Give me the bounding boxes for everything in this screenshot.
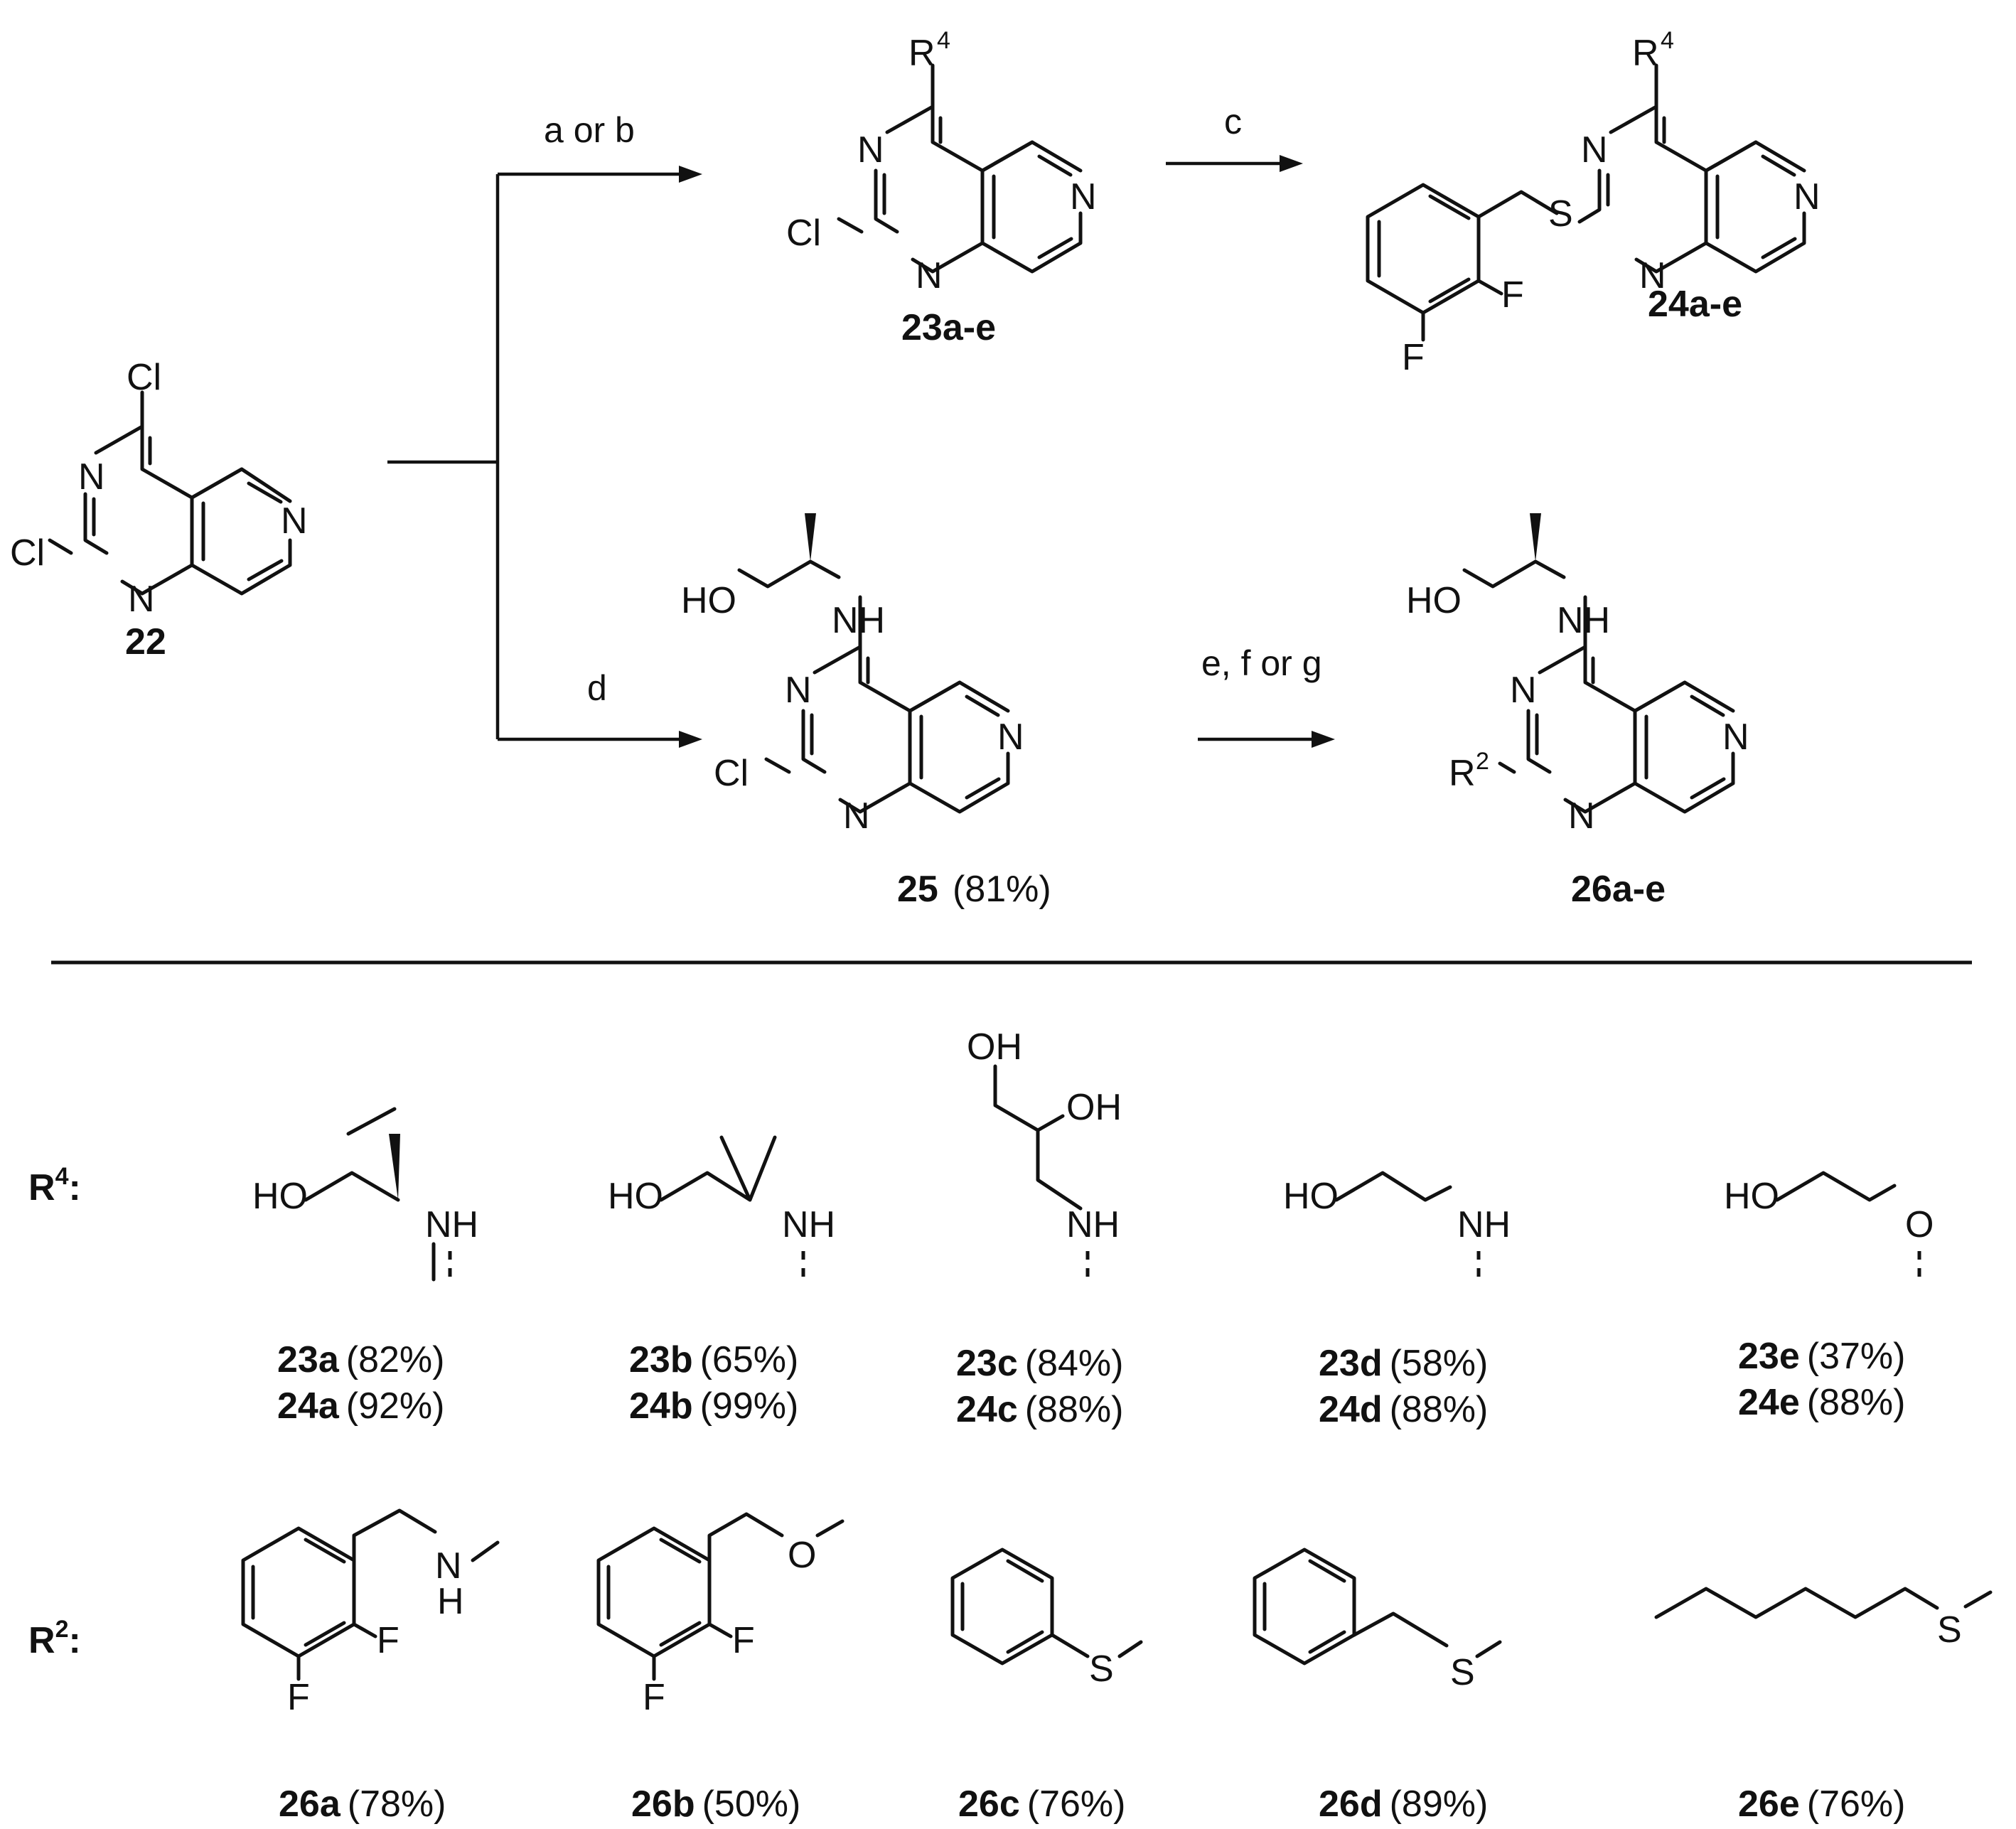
n-atom: N [128, 579, 155, 620]
n-atom: N [281, 500, 308, 542]
r4-item-d-line1: 23d(58%) [1319, 1343, 1488, 1384]
oh-atom: OH [1066, 1087, 1122, 1128]
ho-atom: HO [1283, 1176, 1339, 1217]
ho-atom: HO [1724, 1176, 1779, 1217]
r2-superscript: 2 [1476, 748, 1489, 775]
r2-item-b: 26b(50%) [631, 1784, 800, 1825]
f-atom: F [732, 1620, 755, 1661]
r4-item-b-line1: 23b(65%) [629, 1339, 798, 1380]
r4-item-e-line2: 24e(88%) [1738, 1382, 1905, 1423]
n-atom: N [916, 255, 943, 296]
nh-atom: NH [1457, 1204, 1511, 1245]
cl-atom: Cl [127, 357, 161, 398]
s-atom: S [1450, 1652, 1475, 1693]
f-atom: F [377, 1620, 400, 1661]
compound-22-label: 22 [125, 621, 166, 663]
r4-substituent-e: HO O [1724, 1171, 1934, 1283]
nh-atom: NH [1066, 1204, 1120, 1245]
r4-row-label: R4: [28, 1163, 81, 1208]
r4-label: R [1632, 33, 1659, 74]
r2-row-label: R2: [28, 1616, 81, 1661]
r4-substituent-a: HO NH [252, 1107, 478, 1283]
r2-item-a: 26a(78%) [279, 1784, 446, 1825]
r2-item-d: 26d(89%) [1319, 1784, 1488, 1825]
n-atom: N [843, 795, 870, 837]
nh-atom: NH [832, 600, 885, 641]
o-atom: O [788, 1535, 816, 1576]
r2-substituent-e: S [1654, 1587, 1993, 1651]
r4-item-e-line1: 23e(37%) [1738, 1336, 1905, 1377]
compound-24-structure: R 4 N N N S F F [1366, 27, 1821, 378]
n-atom: N [1794, 176, 1821, 218]
r4-item-a-line2: 24a(92%) [277, 1385, 444, 1427]
compound-24-label: 24a-e [1648, 284, 1742, 325]
oh-atom: OH [967, 1026, 1022, 1068]
r2-item-e: 26e(76%) [1738, 1784, 1905, 1825]
f-atom: F [287, 1677, 310, 1718]
n-atom: N [435, 1545, 462, 1587]
nh-atom: NH [1557, 600, 1610, 641]
n-atom: N [1510, 670, 1537, 711]
ho-atom: HO [608, 1176, 663, 1217]
cl-atom: Cl [10, 532, 45, 574]
r2-label: R [1449, 753, 1476, 794]
compound-25-label: 25 [897, 869, 938, 910]
compound-22-structure: Cl N N N Cl [10, 357, 308, 620]
compound-26-label: 26a-e [1571, 869, 1666, 910]
r2-item-c: 26c(76%) [958, 1784, 1125, 1825]
n-atom: N [1070, 176, 1097, 218]
nh-atom: NH [425, 1204, 478, 1245]
ho-atom: HO [252, 1176, 308, 1217]
r4-substituent-c: OH OH NH [967, 1026, 1122, 1283]
r4-substituent-b: HO NH [608, 1135, 835, 1283]
r4-yields: 23a(82%) 24a(92%) 23b(65%) 24b(99%) 23c(… [277, 1336, 1905, 1430]
r4-item-a-line1: 23a(82%) [277, 1339, 444, 1380]
n-atom: N [1639, 255, 1666, 296]
f-atom: F [1501, 274, 1524, 316]
n-atom: N [1722, 717, 1749, 758]
r2-substituent-c: S [953, 1550, 1143, 1690]
n-atom: N [1581, 129, 1608, 171]
compound-25-yield: (81%) [953, 869, 1051, 910]
reagent-a-or-b: a or b [544, 110, 635, 150]
r4-item-c-line1: 23c(84%) [956, 1343, 1123, 1384]
r4-item-d-line2: 24d(88%) [1319, 1389, 1488, 1430]
r2-substituent-b: O F F [599, 1512, 845, 1718]
compound-26-structure: NH HO N N N R 2 [1406, 513, 1749, 837]
n-atom: N [1568, 795, 1595, 837]
r4-substituent-d: HO NH [1283, 1171, 1511, 1283]
s-atom: S [1089, 1648, 1114, 1690]
o-atom: O [1905, 1204, 1934, 1245]
reagent-e-f-or-g: e, f or g [1201, 643, 1322, 683]
cl-atom: Cl [786, 213, 821, 254]
s-atom: S [1937, 1609, 1962, 1651]
n-atom: N [997, 717, 1024, 758]
r4-item-c-line2: 24c(88%) [956, 1389, 1123, 1430]
s-atom: S [1548, 193, 1573, 235]
n-atom: N [78, 456, 105, 498]
branch-arrows [387, 155, 1335, 748]
r2-substituent-d: S [1255, 1550, 1502, 1693]
ho-atom: HO [681, 580, 736, 621]
cl-atom: Cl [714, 753, 749, 794]
ho-atom: HO [1406, 580, 1462, 621]
compound-23-structure: R 4 N N N Cl [786, 27, 1097, 296]
f-atom: F [643, 1677, 665, 1718]
f-atom: F [1402, 337, 1425, 378]
r4-superscript: 4 [1661, 27, 1674, 54]
n-atom: N [857, 129, 884, 171]
r2-substituent-a: N H F F [243, 1508, 500, 1718]
r4-item-b-line2: 24b(99%) [629, 1385, 798, 1427]
r4-superscript: 4 [937, 27, 950, 54]
h-atom: H [437, 1581, 464, 1622]
compound-25-structure: NH HO N N N Cl [681, 513, 1024, 837]
n-atom: N [785, 670, 812, 711]
r2-yields: 26a(78%) 26b(50%) 26c(76%) 26d(89%) 26e(… [279, 1784, 1905, 1825]
reagent-d: d [587, 668, 607, 708]
reagent-c: c [1224, 102, 1242, 141]
nh-atom: NH [782, 1204, 835, 1245]
r4-label: R [908, 33, 935, 74]
compound-23-label: 23a-e [901, 307, 996, 348]
